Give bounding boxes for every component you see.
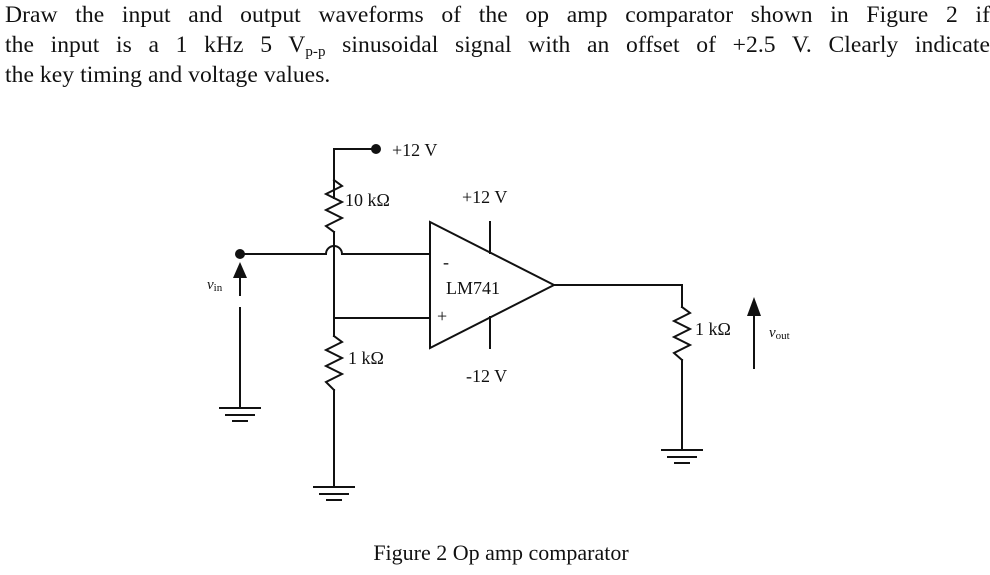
rload-label: 1 kΩ (695, 319, 731, 339)
supply-node-dot (371, 144, 381, 154)
wire-output (553, 284, 683, 308)
ground-load (661, 449, 703, 464)
vpp-subscript: p-p (305, 44, 326, 60)
vout-label: vout (769, 325, 790, 342)
resistor-1k-divider (323, 334, 345, 392)
opamp-vee-label: -12 V (466, 366, 507, 386)
resistor-1k-load (671, 305, 693, 362)
r1-label: 10 kΩ (345, 190, 390, 210)
ground-divider (313, 486, 355, 501)
opamp-name: LM741 (446, 278, 500, 298)
wire-crossing-hop (324, 245, 344, 256)
resistor-10k (323, 178, 345, 234)
question-line-3: the key timing and voltage values. (5, 62, 331, 88)
r2-label: 1 kΩ (348, 348, 384, 368)
noninverting-sign: + (437, 306, 447, 326)
vin-label: vin (207, 277, 223, 294)
question-line-2: the input is a 1 kHz 5 Vp-p sinusoidal s… (5, 30, 990, 60)
opamp-triangle (429, 220, 557, 350)
question-line-2-part-a: the input is a 1 kHz 5 V (5, 32, 306, 58)
question-line-1: Draw the input and output waveforms of t… (5, 2, 990, 28)
opamp-vcc-label: +12 V (462, 187, 507, 207)
wire-top-supply (333, 148, 377, 199)
question-text: Draw the input and output waveforms of t… (5, 0, 990, 90)
ground-vin (219, 407, 261, 422)
vin-arrow-icon (233, 262, 247, 278)
figure-caption: Figure 2 Op amp comparator (373, 540, 629, 565)
inverting-sign: - (443, 252, 449, 272)
question-line-2-part-b: sinusoidal signal with an offset of +2.5… (325, 32, 990, 58)
supply-top-label: +12 V (392, 140, 437, 160)
vout-arrow-icon (747, 297, 761, 316)
